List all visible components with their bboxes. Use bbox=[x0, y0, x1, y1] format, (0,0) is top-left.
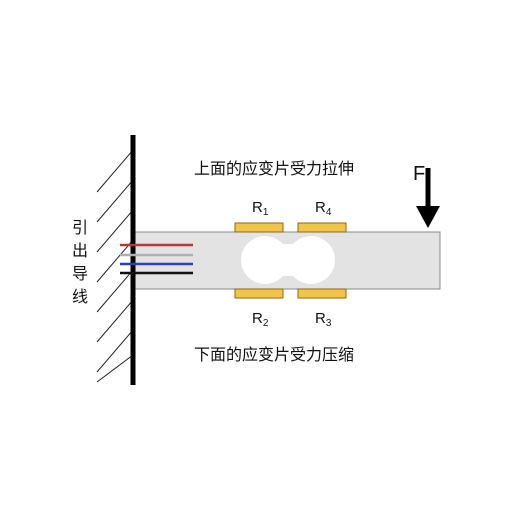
gauge-r4 bbox=[297, 222, 347, 233]
gauge-r3 bbox=[297, 288, 347, 299]
top-caption: 上面的应变片受力拉伸 bbox=[194, 159, 354, 178]
lead-wires bbox=[120, 243, 193, 275]
lead-label-char-4: 线 bbox=[72, 287, 88, 306]
bottom-caption: 下面的应变片受力压缩 bbox=[194, 345, 354, 364]
strain-gauges bbox=[234, 222, 347, 299]
label-r2: R2 bbox=[252, 310, 269, 329]
wall-hatching bbox=[96, 149, 134, 383]
beam-holes bbox=[241, 236, 335, 284]
label-r1: R1 bbox=[252, 199, 269, 218]
lead-label-char-3: 导 bbox=[72, 264, 88, 283]
force-arrow-icon bbox=[416, 168, 440, 228]
gauge-r2 bbox=[234, 288, 284, 299]
force-label: F bbox=[413, 163, 425, 185]
label-r3: R3 bbox=[315, 310, 332, 329]
label-r4: R4 bbox=[315, 199, 332, 218]
lead-label-char-1: 引 bbox=[72, 218, 88, 237]
gauge-r1 bbox=[234, 222, 284, 233]
lead-label-char-2: 出 bbox=[72, 241, 88, 260]
